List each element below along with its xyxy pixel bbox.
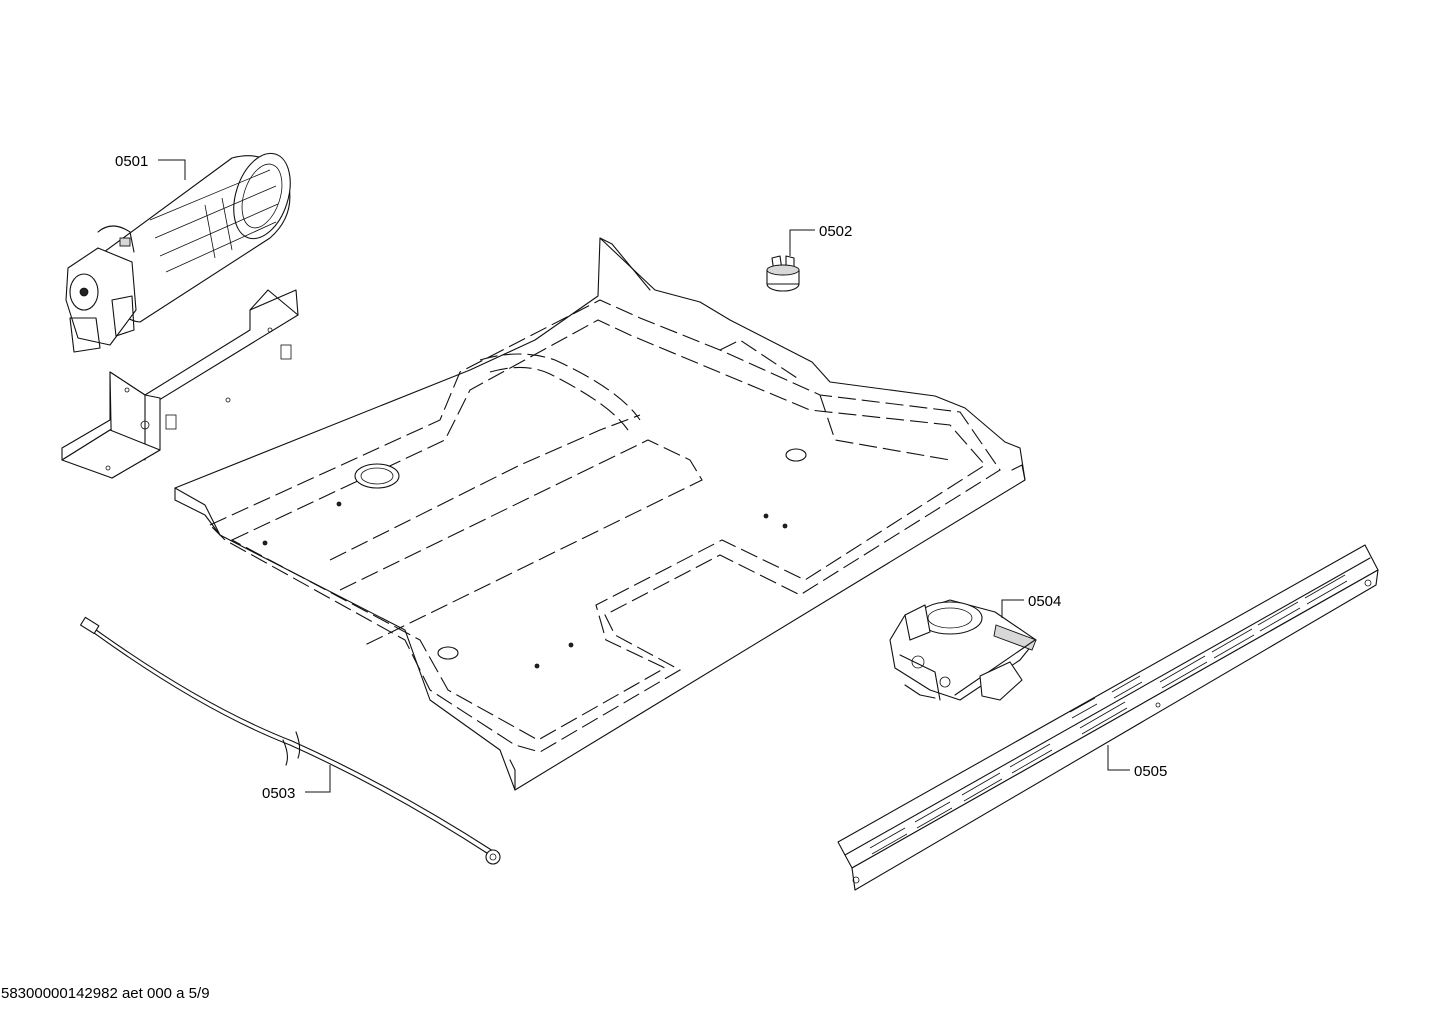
svg-text:0502: 0502 bbox=[819, 223, 852, 240]
label-0504: 0504 bbox=[1001, 593, 1061, 618]
label-0503: 0503 bbox=[262, 765, 331, 802]
svg-text:0503: 0503 bbox=[262, 785, 295, 802]
label-0505: 0505 bbox=[1107, 745, 1167, 780]
part-0504-door-lock[interactable] bbox=[889, 599, 1037, 701]
svg-text:0501: 0501 bbox=[115, 153, 148, 170]
oven-cavity-bottom-panel bbox=[174, 237, 1026, 791]
part-0501-tangential-fan[interactable] bbox=[61, 146, 300, 479]
svg-text:0505: 0505 bbox=[1134, 763, 1167, 780]
drawing-number: 58300000142982 aet 000 a 5/9 bbox=[1, 985, 210, 1002]
label-0501: 0501 bbox=[115, 153, 186, 180]
label-0502: 0502 bbox=[789, 223, 852, 256]
part-0502-thermostat[interactable] bbox=[766, 255, 800, 292]
part-0503-ground-cable[interactable] bbox=[80, 616, 501, 865]
rail-slots bbox=[869, 574, 1348, 855]
svg-text:0504: 0504 bbox=[1028, 593, 1061, 610]
part-0505-front-rail[interactable] bbox=[837, 544, 1379, 891]
